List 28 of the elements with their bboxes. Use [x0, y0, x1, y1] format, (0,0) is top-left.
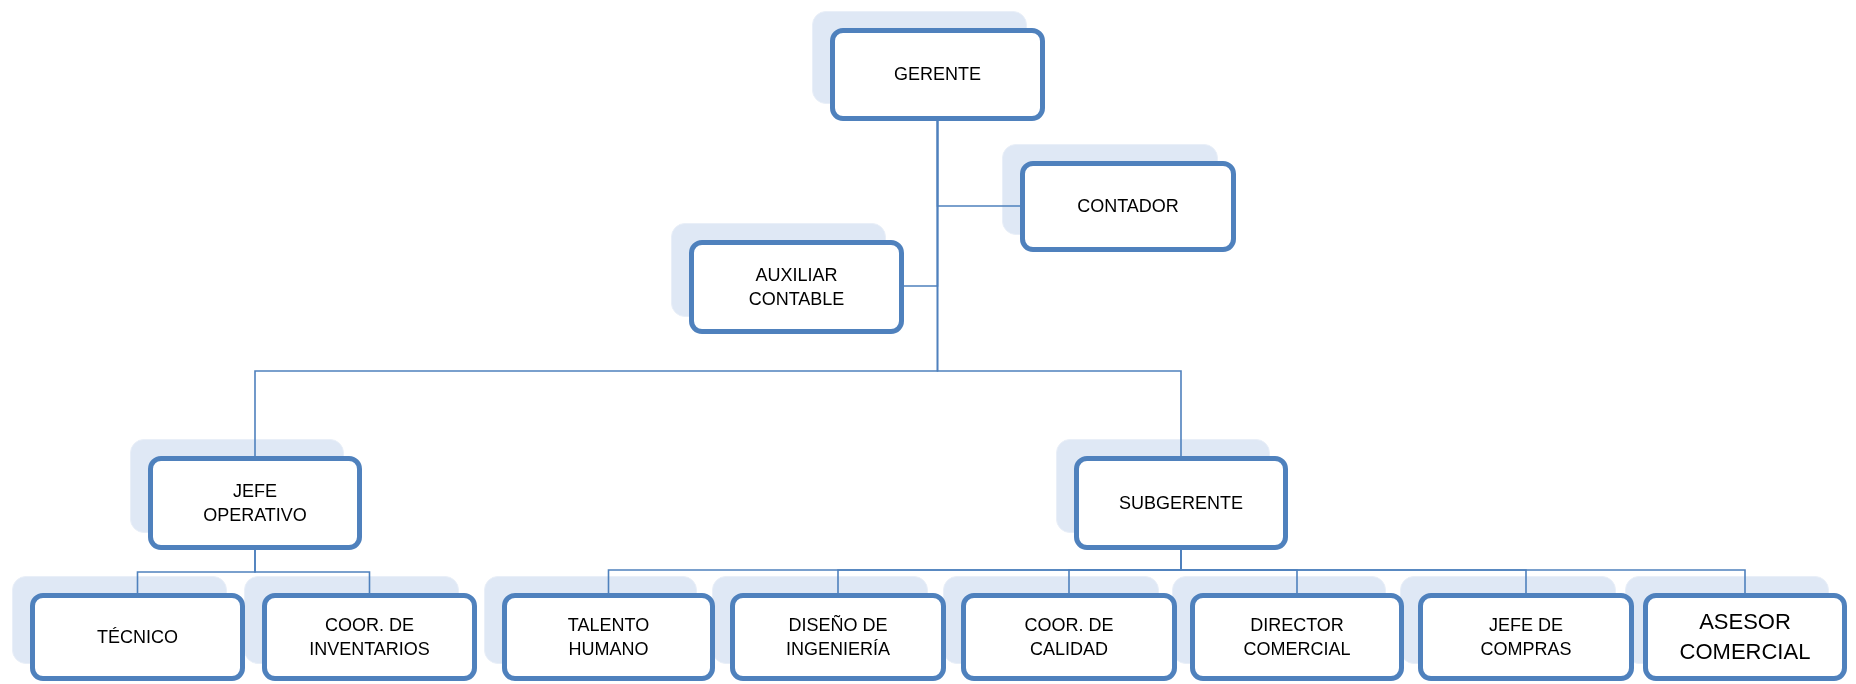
connector-line [936, 120, 1182, 457]
org-box [502, 593, 715, 681]
org-box [689, 240, 904, 334]
position-title: COOR. DE CALIDAD [1023, 613, 1115, 661]
org-box [1643, 593, 1847, 681]
position-title: DISEÑO DE INGENIERÍA [785, 613, 891, 661]
position-title: GERENTE [893, 63, 982, 87]
org-box [1190, 593, 1404, 681]
position-title: TÉCNICO [96, 625, 179, 649]
position-title: DIRECTOR COMERCIAL [1242, 613, 1352, 661]
position-title: COOR. DE INVENTARIOS [308, 613, 431, 661]
org-box [262, 593, 477, 681]
position-title: CONTADOR [1076, 195, 1180, 219]
position-title: TALENTO HUMANO [566, 613, 651, 661]
org-box [1074, 456, 1288, 550]
connector-line [254, 549, 371, 594]
org-box [30, 593, 245, 681]
position-title: SUBGERENTE [1118, 491, 1244, 515]
org-box [1020, 161, 1236, 252]
org-box [730, 593, 946, 681]
org-box [961, 593, 1177, 681]
position-title: JEFE DE COMPRAS [1479, 613, 1573, 661]
position-title: ASESOR COMERCIAL [1678, 608, 1812, 666]
position-title: AUXILIAR CONTABLE [747, 263, 846, 311]
org-box [148, 456, 362, 550]
org-box [830, 28, 1045, 121]
position-title: JEFE OPERATIVO [202, 479, 308, 527]
org-box [1418, 593, 1634, 681]
